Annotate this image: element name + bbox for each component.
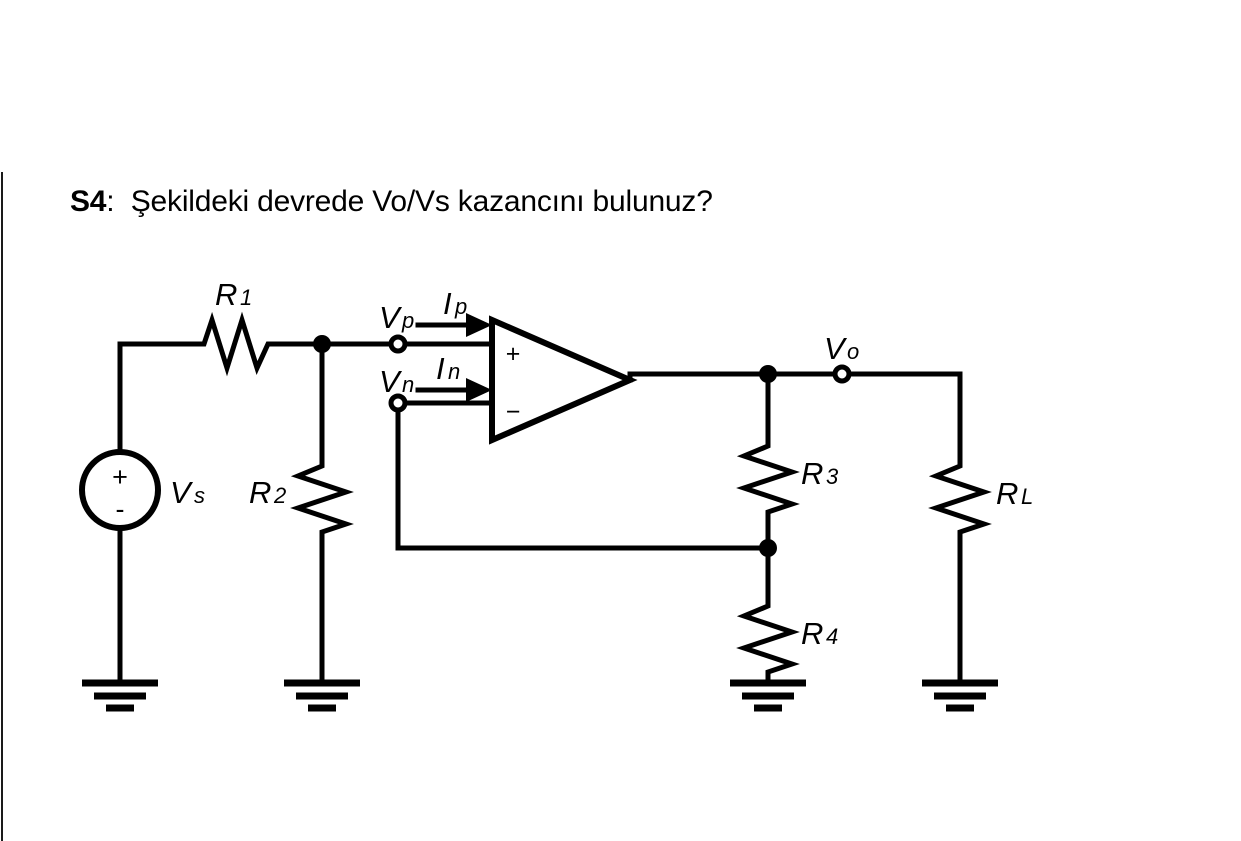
label-in-sub: n: [448, 359, 460, 384]
label-ip-main: I: [443, 286, 452, 321]
label-r2: R 2: [249, 475, 286, 510]
label-rl-sub: L: [1021, 484, 1033, 509]
terminal-circle-vp: [388, 334, 408, 354]
label-vo: V o: [824, 331, 859, 366]
label-r2-sub: 2: [273, 483, 286, 508]
ground-symbol-rl: [922, 679, 998, 712]
label-vp-sub: p: [401, 308, 414, 333]
label-vp: V p: [379, 300, 414, 335]
voltage-source-symbol: [79, 449, 161, 531]
label-vn-main: V: [379, 364, 403, 399]
label-rl: R L: [996, 476, 1033, 511]
label-ip-sub: p: [454, 294, 467, 319]
current-arrow-in-head: [466, 378, 492, 402]
wire-opamp-output: [627, 371, 963, 383]
resistor-r2-symbol: [290, 457, 354, 686]
terminal-circle-vn: [388, 393, 408, 413]
label-vs-main: V: [170, 475, 194, 510]
opamp-triangle: [489, 315, 638, 445]
source-plus-sign: +: [112, 462, 128, 492]
label-r3-main: R: [801, 456, 823, 491]
junction-dot-divider-node: [759, 539, 777, 557]
opamp-plus-sign: +: [506, 340, 521, 368]
junction-dot-output-node: [759, 365, 777, 383]
label-vn: V n: [379, 364, 414, 399]
label-in: I n: [436, 351, 460, 386]
label-r3-sub: 3: [826, 464, 839, 489]
label-ip: I p: [443, 286, 467, 321]
ground-symbol-r2: [284, 679, 360, 712]
label-vo-sub: o: [847, 339, 859, 364]
label-in-main: I: [436, 351, 445, 386]
label-r2-main: R: [249, 475, 271, 510]
question-text: Şekildeki devrede Vo/Vs kazancını bulunu…: [130, 185, 713, 218]
label-vn-sub: n: [402, 372, 414, 397]
label-r4-sub: 4: [826, 624, 838, 649]
resistor-r4-symbol: [736, 597, 800, 686]
opamp-minus-sign: −: [506, 398, 521, 426]
label-r4-main: R: [801, 616, 823, 651]
source-minus-sign: -: [116, 494, 125, 524]
label-vs: V s: [170, 475, 205, 510]
resistor-rl-symbol: [928, 457, 992, 686]
label-vo-main: V: [824, 331, 848, 366]
label-r3: R 3: [801, 456, 839, 491]
title-separator: :: [106, 185, 115, 218]
label-r1-sub: 1: [240, 285, 252, 310]
label-rl-main: R: [996, 476, 1018, 511]
label-vp-main: V: [379, 300, 403, 335]
resistor-r3-symbol: [736, 437, 800, 551]
current-arrow-ip-head: [466, 313, 492, 337]
resistor-r1-symbol: [193, 311, 325, 377]
wire-feedback-path: [395, 406, 771, 551]
slide-left-border: [1, 172, 3, 841]
ground-symbol-r4: [730, 679, 806, 712]
junction-dot-vp-node: [313, 335, 331, 353]
question-number: S4: [70, 185, 107, 218]
label-vs-sub: s: [194, 483, 205, 508]
label-r1-main: R: [215, 277, 237, 312]
label-r4: R 4: [801, 616, 838, 651]
terminal-circle-vo: [832, 364, 852, 384]
ground-symbol-source: [82, 679, 158, 712]
label-r1: R 1: [215, 277, 252, 312]
page-title: S4: Şekildeki devrede Vo/Vs kazancını bu…: [70, 182, 713, 222]
